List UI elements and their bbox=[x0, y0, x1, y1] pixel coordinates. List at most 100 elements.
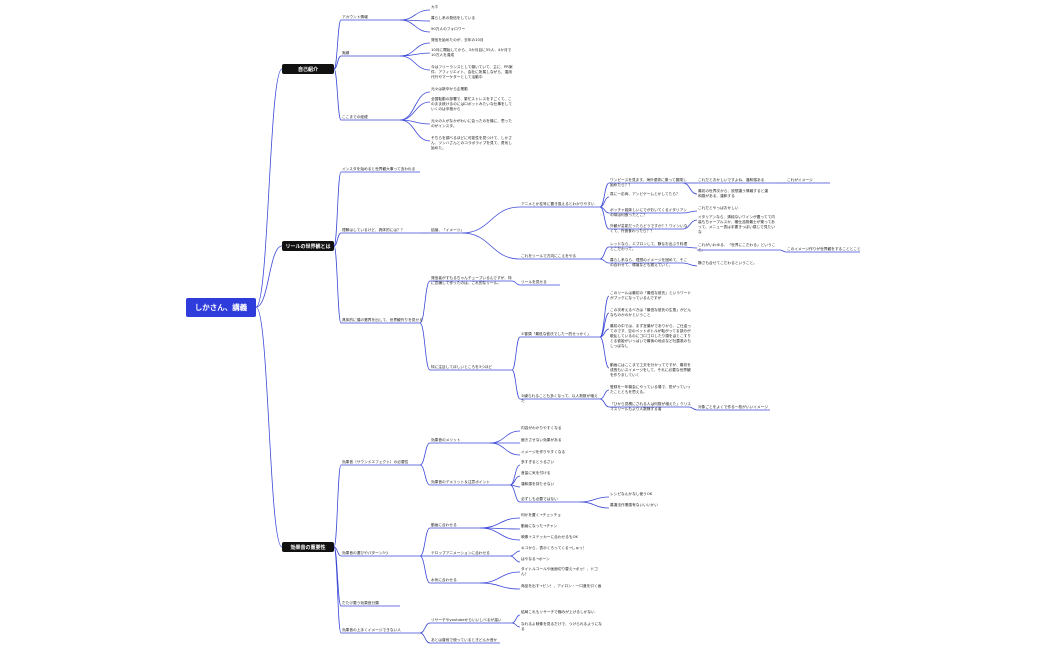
node-account-genre[interactable]: 暮らし系の発信をしている bbox=[431, 16, 476, 20]
connector-line bbox=[333, 464, 342, 548]
connector-line bbox=[509, 464, 521, 486]
node-growth-detail-2[interactable]: 「ひから見積にされる人は何数が増えた」クリスマスリールもより人数様する者 bbox=[610, 402, 692, 411]
node-concrete-example[interactable]: 具体的に僕の業界を出して、世界観作りを見せる bbox=[342, 318, 423, 322]
node-demerit-2[interactable]: 音量に気を付ける bbox=[521, 471, 551, 475]
node-background-3[interactable]: 元々の人がなかがわいに会ったのを機に、思ったのがインスタ。 bbox=[431, 119, 513, 128]
node-reel-lifestyle[interactable]: 暮らし系なら、理想のイメージを固めて、そこの合わせて、環境なども揃えていく。 bbox=[610, 258, 688, 267]
node-motion-1[interactable]: 何かを置く→チェッチョ bbox=[521, 513, 561, 517]
root-node[interactable]: しかさん、講義 bbox=[186, 298, 256, 317]
node-merit-1[interactable]: 内容がわかりやすくなる bbox=[521, 426, 562, 430]
node-background[interactable]: ここまでの経緯 bbox=[342, 115, 368, 119]
node-daily-usage[interactable]: あとは普段で使っているときどんか音か bbox=[431, 638, 498, 642]
connector-line bbox=[399, 91, 431, 121]
node-account-name[interactable]: カホ bbox=[431, 5, 439, 9]
node-motion-2[interactable]: 動画になった→チャン bbox=[521, 524, 558, 528]
node-mood-2[interactable]: 商品を出す→ピン！、アイロン・一口渡を引く画 bbox=[521, 584, 602, 588]
connector-line bbox=[419, 464, 431, 486]
node-reel-care-worldview[interactable]: これがいわゆる、「世界にこだわる」ということ。 bbox=[698, 243, 776, 252]
node-background-2[interactable]: 全国転勤の部署で、繁忙ストレスをすごくて、このまま続けるのにはロボットみたいな仕… bbox=[431, 97, 513, 111]
node-demerit-3[interactable]: 違和感を持たせない bbox=[521, 482, 555, 486]
node-this-is-image[interactable]: これがイメージ bbox=[787, 178, 813, 182]
connector-line bbox=[688, 406, 698, 411]
node-research-2[interactable]: なれるよ映像を見るだけで、つけられるようになる bbox=[521, 622, 602, 631]
node-example-exterior-ideal[interactable]: イタリアンなら、清純ないワインが置ってて内装もちゃーブルスか、暖仕品物最士が乗っ… bbox=[698, 215, 775, 234]
connector-line bbox=[255, 245, 283, 308]
node-research[interactable]: リサーチやyoutubeからいいしべるが溜い bbox=[431, 618, 502, 622]
connector-line bbox=[255, 68, 283, 308]
node-sfx-merits[interactable]: 効果音のメリット bbox=[431, 438, 461, 442]
node-demerit-4[interactable]: 必ずしも必要ではない bbox=[521, 497, 558, 501]
node-sfx-demerits[interactable]: 効果音のデメリット＆注意ポイント bbox=[431, 480, 490, 484]
node-example-onepiece-odd[interactable]: これだとおかしいですよね、違和感ある bbox=[698, 178, 765, 182]
node-pattern-motion[interactable]: 動画に合わせる bbox=[431, 523, 457, 527]
node-anime-analogy[interactable]: アニメとか柱号に置き換えるとわかりやすい bbox=[521, 202, 595, 206]
node-reel-detail[interactable]: 静さも合せてこだわるということ。 bbox=[698, 261, 757, 265]
node-pattern-mood[interactable]: 水気に合わせる bbox=[431, 578, 457, 582]
node-reel-recipe[interactable]: レッドなら、エプロンして、静なお出ぶり料理とこだわって。 bbox=[610, 242, 688, 251]
node-example-italian-odd[interactable]: これだとやっぱおかしい bbox=[698, 206, 739, 210]
node-demerit-4b[interactable]: 暮違法作業感有ないいいかい bbox=[610, 503, 658, 507]
node-growth-image[interactable]: 対象ごとをよくで作る一枚がいいイメージ bbox=[698, 405, 768, 409]
node-apply-to-reel[interactable]: これをリールで方向にこえをやる bbox=[521, 254, 577, 258]
node-my-reel[interactable]: 発信者がすもるちゃんチューブいるんですが、特に意識して作ったのは、これ的なリール… bbox=[431, 276, 512, 285]
node-mood-1[interactable]: タイトルコールや画面切り替え→ボゥ！、ドゴん！ bbox=[521, 567, 598, 576]
connector-line bbox=[511, 336, 521, 371]
node-achievement-now[interactable]: 今はフリーランスとして働いていて、主に、PR案件、アフィリエイト、会社に所属しな… bbox=[431, 65, 513, 79]
connector-line bbox=[399, 52, 431, 57]
branch-reel-worldview[interactable]: リールの世界観とは bbox=[282, 241, 334, 251]
node-growth-detail-1[interactable]: 登録を一年機会にやっている場で、窓がっていったことともを思える。 bbox=[610, 385, 691, 394]
connector-line bbox=[682, 219, 698, 230]
node-hook-detail-3[interactable]: 最初の中では、まず言葉がでありから、ご仕金ってのです、空のペットボトルが転がって… bbox=[610, 324, 692, 348]
node-example-exterior[interactable]: 外観が芸能だったらどうですか？？ワインいなくて、外食食わったら？？ bbox=[610, 224, 688, 233]
node-telop-2[interactable]: はやなる→ポーン bbox=[521, 557, 550, 561]
node-hook-detail-1[interactable]: このリールは最初の「最低な彼氏」というワードがブックになっているんですが bbox=[610, 291, 692, 300]
branch-sound-effects[interactable]: 効果音の重要性 bbox=[282, 542, 334, 552]
connector-line bbox=[333, 546, 342, 557]
node-research-1[interactable]: 結局これもリサーチで糧みが上げるしかない bbox=[521, 610, 595, 614]
connector-line bbox=[399, 55, 431, 71]
node-example-game[interactable]: 真に一応両、アンビゲームとかしてたら？ bbox=[610, 192, 680, 196]
connector-line bbox=[599, 312, 610, 338]
node-account-followers[interactable]: 90万人のフォロワー bbox=[431, 27, 466, 31]
node-telop-1[interactable]: キコから、表示くろってくる→しゅっ！ bbox=[521, 546, 587, 550]
node-worldview-intro[interactable]: インスタを始めると世界観大事って言われる bbox=[342, 167, 416, 171]
node-hook-detail-4[interactable]: 動画にはここまで工夫を分かってですが、最初を成長もいスイメージをして、それに必要… bbox=[610, 363, 691, 377]
node-account-info[interactable]: アカウント情報 bbox=[342, 15, 368, 19]
node-point-growth[interactable]: ②繰られることも多くなって、以人勢数が増えた bbox=[521, 394, 598, 403]
node-hook-detail-2[interactable]: この次考えるべきは「最低な彼氏の生態」がどんなものかのかということ bbox=[610, 308, 692, 317]
connector-line bbox=[682, 262, 698, 267]
branch-self-intro[interactable]: 自己紹介 bbox=[282, 64, 334, 74]
node-sfx-types[interactable]: だたけ要う効果音分類 bbox=[342, 601, 379, 605]
node-demerit-4a[interactable]: レシピなんかなし使うOK bbox=[610, 492, 653, 496]
node-example-italian[interactable]: ボッチャ姫妹しいにでがおいてくるイタリアンの味は何食ったとこ？ bbox=[610, 208, 687, 217]
node-achievement-growth[interactable]: 10月に開始してから、3か月目に55人、4か月で10万人を達成 bbox=[431, 48, 512, 57]
node-worldview-question[interactable]: 理解はしているけど、具体的には？？ bbox=[342, 228, 405, 232]
node-achievements[interactable]: 実績 bbox=[342, 51, 350, 55]
node-example-onepiece[interactable]: ワンピースを見ます。海外優秀に乗って冒険し始めたら？？ bbox=[610, 178, 687, 187]
node-three-points[interactable]: 特に注目してほしいところを3つほど bbox=[431, 365, 493, 369]
node-example-game-odd[interactable]: 最初の世界次から、設想違う情報すると違和感がある、違和する bbox=[698, 189, 769, 198]
connector-line bbox=[511, 622, 521, 628]
node-sfx-necessity[interactable]: 効果音（サウンドエフェクト）の必要性 bbox=[342, 460, 409, 464]
node-merit-3[interactable]: イメージを作りやすくなる bbox=[521, 450, 566, 454]
connector-line bbox=[509, 555, 521, 563]
connector-line bbox=[333, 19, 342, 70]
node-conclusion-image[interactable]: 結論、「イメージ」 bbox=[431, 228, 465, 232]
connector-line bbox=[399, 9, 431, 21]
connector-line bbox=[579, 501, 610, 509]
node-demerit-1[interactable]: 多すぎるとうるさい bbox=[521, 460, 555, 464]
connector-line bbox=[511, 280, 521, 286]
connector-line bbox=[509, 484, 521, 503]
node-merit-2[interactable]: 飽きさせない効果がある bbox=[521, 438, 562, 442]
node-motion-3[interactable]: 映像＋ステッカーに合わせるもOK bbox=[521, 535, 578, 539]
node-sfx-patterns[interactable]: 効果音の選びやパターン3つ bbox=[342, 551, 389, 555]
node-achievement-start[interactable]: 発信を始めたのが、去年の10月 bbox=[431, 38, 484, 42]
node-background-4[interactable]: そちらを調べるほどに可能性を見つけて、しかさん、ツンハさんとのコラボライブを見て… bbox=[431, 136, 512, 150]
node-sfx-hard-to-imagine[interactable]: 効果音の上手くイメージできない人 bbox=[342, 628, 401, 632]
node-image-creation[interactable]: このイメージ作りが世界観をすることとこと bbox=[787, 247, 861, 251]
node-pattern-telop[interactable]: テロップアニメーションに合わせる bbox=[431, 551, 490, 555]
node-show-reel[interactable]: リールを見せる bbox=[521, 280, 547, 284]
node-background-1[interactable]: 元々は新卒から企業勤 bbox=[431, 87, 468, 91]
node-point-hook[interactable]: ①冒頭「最低な彼氏でしたー的せっかく」 bbox=[521, 332, 591, 336]
